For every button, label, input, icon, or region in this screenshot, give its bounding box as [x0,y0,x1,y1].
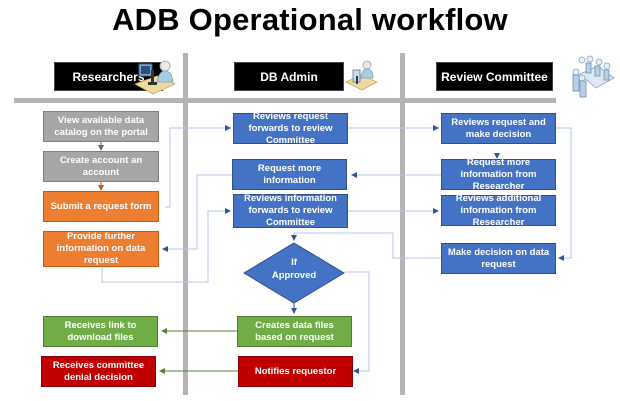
connector-diamond-to-notifies [345,271,370,374]
committee-meeting-icon [572,55,615,98]
decision-label-line2: Approved [271,270,317,281]
connector-request-info-to-provide [162,174,233,252]
step-committee-reviews: Reviews request and make decision [441,113,556,144]
admin-computer-icon [345,60,378,91]
connector-provide-to-reviews-info [101,208,231,283]
lane-divider-1 [183,53,188,395]
page-title: ADB Operational workflow [112,2,508,37]
connector-review-to-decision [556,127,572,261]
step-provide-info: Provide further information on data requ… [43,231,159,267]
step-notifies-requestor: Notifies requestor [238,356,353,387]
header-divider [14,98,556,103]
step-create-account: Create account an account [43,151,159,182]
lane-divider-2 [400,53,405,395]
step-request-from-researcher: Request more information from Researcher [441,157,556,192]
researcher-microscope-icon [134,60,176,95]
step-receives-link: Receives link to download files [43,316,158,347]
lane-header-review-committee: Review Committee [436,62,553,91]
step-reviews-request: Reviews request forwards to review Commi… [233,111,348,146]
decision-label: If Approved [252,256,336,282]
step-reviews-additional: Reviews additional information from Rese… [441,193,556,228]
decision-label-line1: If [291,257,297,268]
connector-decision-to-diamond [291,232,441,259]
step-receives-denial: Receives committee denial decision [41,356,156,387]
step-submit-request: Submit a request form [43,191,159,222]
decision-diamond [243,242,345,304]
step-creates-files: Creates data files based on request [237,316,352,347]
connector-submit-to-review [165,125,231,208]
step-request-more-info: Request more information [232,159,347,190]
step-view-catalog: View available data catalog on the porta… [43,111,159,142]
step-reviews-information: Reviews information forwards to review C… [233,193,348,228]
lane-header-db-admin: DB Admin [234,62,344,91]
step-make-decision: Make decision on data request [441,243,556,274]
